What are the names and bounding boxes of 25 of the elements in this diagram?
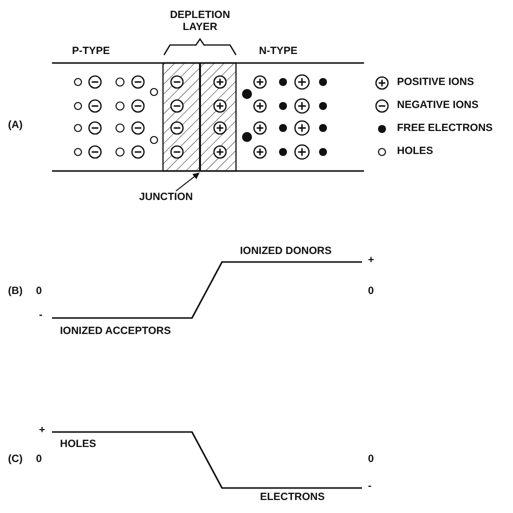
junction-line bbox=[199, 63, 201, 171]
legend-text: NEGATIVE IONS bbox=[397, 100, 478, 112]
legend-text: FREE ELECTRONS bbox=[397, 123, 493, 135]
region-label: DEPLETION LAYER bbox=[168, 10, 232, 34]
axis-value: 0 bbox=[368, 454, 374, 466]
leader-line bbox=[176, 172, 200, 192]
legend-text: POSITIVE IONS bbox=[397, 77, 474, 89]
axis-value: - bbox=[368, 481, 372, 493]
axis-value: 0 bbox=[368, 286, 374, 298]
axis-value: + bbox=[368, 255, 374, 267]
curve-label: HOLES bbox=[60, 439, 96, 451]
region-label: P-TYPE bbox=[72, 46, 110, 58]
legend-text: HOLES bbox=[397, 146, 434, 158]
curve-label: IONIZED DONORS bbox=[240, 246, 332, 258]
panel-label: (B) bbox=[8, 286, 23, 298]
axis-value: 0 bbox=[36, 454, 42, 466]
axis-value: 0 bbox=[36, 286, 42, 298]
region-label: N-TYPE bbox=[259, 46, 298, 58]
axis-value: - bbox=[39, 310, 42, 322]
curve-label: IONIZED ACCEPTORS bbox=[60, 326, 171, 338]
panel-label: (C) bbox=[8, 454, 23, 466]
panel-label: (A) bbox=[8, 120, 23, 132]
axis-value: + bbox=[39, 425, 46, 437]
curve-label: ELECTRONS bbox=[260, 492, 325, 504]
junction-label: JUNCTION bbox=[135, 192, 197, 205]
